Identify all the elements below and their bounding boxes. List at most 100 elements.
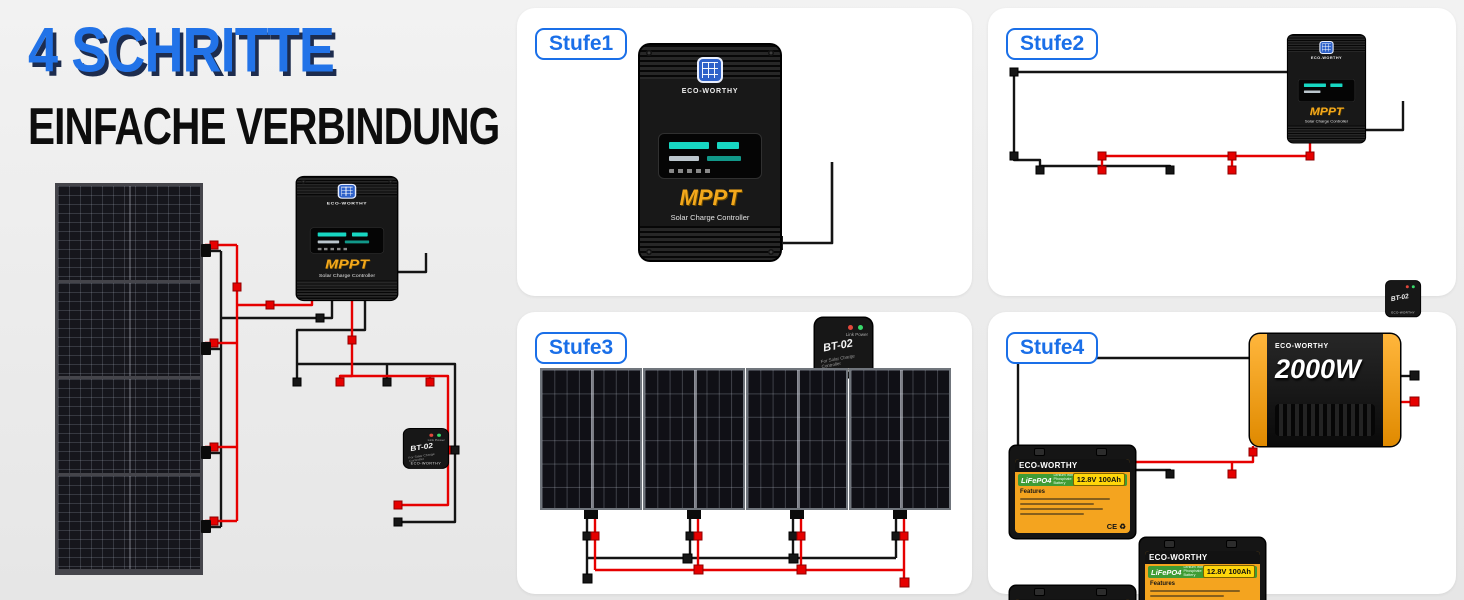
battery-chemistry: LiFePO4 (1151, 567, 1182, 577)
brand-logo-icon (337, 183, 357, 199)
display-segment (351, 232, 368, 237)
solar-panel-section (58, 186, 200, 283)
step-badge-1: Stufe1 (535, 28, 628, 60)
inverter-brand: ECO-WORTHY (1275, 343, 1329, 350)
step-badge-3: Stufe3 (535, 332, 628, 364)
battery-chemistry: LiFePO4 (1021, 475, 1052, 485)
heatsink-fins (1288, 125, 1365, 143)
brand-logo-icon (1319, 41, 1334, 54)
brand-logo-icon (697, 57, 723, 83)
display-segment (669, 142, 709, 149)
solar-panel-section (58, 475, 200, 572)
black-wires (585, 519, 898, 578)
battery-feature-line (1020, 497, 1110, 500)
controller-brand: ECO-WORTHY (681, 88, 739, 95)
step-badge-4: Stufe4 (1006, 332, 1099, 364)
bt-module-model: BT-02 (1390, 292, 1410, 303)
controller-brand: ECO-WORTHY (1310, 56, 1343, 61)
display-segment (669, 156, 699, 161)
battery-positive-terminal (1226, 540, 1237, 548)
display-segment (1303, 90, 1321, 93)
solar-panel (540, 368, 642, 510)
inverter-end-cap (1250, 334, 1267, 446)
display-segment (1303, 83, 1326, 87)
display-segment (717, 142, 739, 149)
battery-negative-terminal (1034, 588, 1045, 596)
controller-subtitle: Solar Charge Controller (318, 273, 376, 279)
battery-brand: ECO-WORTHY (1015, 459, 1130, 472)
solar-panel-section (58, 282, 200, 379)
inverter-vents (1275, 404, 1375, 436)
status-led-icon (858, 325, 863, 330)
screw-icon (388, 179, 393, 184)
mppt-charge-controller: ECO-WORTHY MPPT Solar Charge Controller (297, 177, 397, 300)
led-labels: Link Power (845, 332, 868, 337)
battery-negative-terminal (1034, 448, 1045, 456)
screw-icon (768, 50, 774, 56)
display-segment (1330, 83, 1343, 87)
controller-display (1297, 79, 1356, 102)
wire-connectors (582, 531, 910, 588)
screw-icon (646, 50, 652, 56)
step-badge-2: Stufe2 (1006, 28, 1099, 60)
battery-spec: 12.8V 100Ah (1072, 473, 1125, 486)
bt-module: Link Power BT-02 For Solar Charge Contro… (815, 318, 872, 377)
power-inverter: ECO-WORTHY 2000W (1250, 334, 1400, 446)
mppt-charge-controller: ECO-WORTHY MPPT Solar Charge Controller (640, 45, 780, 260)
display-segment (317, 240, 340, 244)
battery-positive-terminal (1096, 448, 1107, 456)
display-segment (344, 240, 370, 244)
step-card-3: Stufe3 (517, 312, 972, 594)
step-card-2: Stufe2 (988, 8, 1456, 600)
solar-panel (643, 368, 745, 510)
junction-box (201, 342, 211, 355)
red-wires (593, 519, 906, 582)
controller-display (658, 133, 762, 179)
bt-module-model: BT-02 (409, 441, 434, 454)
red-wires (1100, 142, 1312, 174)
solar-panel (849, 368, 951, 510)
screw-icon (646, 249, 652, 255)
bt-module: BT-02 ECO-WORTHY (1386, 281, 1421, 317)
lifepo4-battery: ECO-WORTHY LiFePO4 Lithium Iron Phosphat… (1010, 446, 1135, 538)
lifepo4-battery: ECO-WORTHY LiFePO4 Lithium Iron Phosphat… (1140, 538, 1265, 600)
screw-icon (301, 179, 306, 184)
solar-panel-array (55, 183, 211, 575)
battery-feature-line (1150, 594, 1224, 597)
battery-feature-line (1150, 589, 1240, 592)
lifepo4-battery: ECO-WORTHY LiFePO4 Lithium Iron Phosphat… (1010, 586, 1135, 600)
page-title: 4 SCHRITTE (28, 15, 335, 86)
black-wires (780, 162, 834, 245)
junction-box (201, 446, 211, 459)
bt-module: Link Power BT-02 For Solar Charge Contro… (404, 429, 448, 468)
heatsink-fins (297, 280, 397, 300)
status-led-icon (1411, 285, 1415, 289)
mppt-charge-controller: ECO-WORTHY MPPT Solar Charge Controller (1288, 35, 1365, 143)
controller-display (309, 227, 385, 254)
display-segment (317, 232, 347, 237)
mppt-label: MPPT (1309, 105, 1344, 118)
battery-label: ECO-WORTHY LiFePO4 Lithium Iron Phosphat… (1145, 551, 1260, 600)
battery-features-title: Features (1150, 581, 1176, 587)
display-icons (669, 169, 713, 173)
solar-panel (746, 368, 848, 510)
controller-subtitle: Solar Charge Controller (670, 213, 750, 222)
battery-negative-terminal (1164, 540, 1175, 548)
panel-junction-boxes (584, 510, 907, 519)
wire-connectors (1009, 67, 1315, 175)
battery-feature-line (1020, 512, 1085, 515)
battery-feature-line (1020, 507, 1103, 510)
status-led-icon (437, 433, 441, 437)
controller-brand: ECO-WORTHY (326, 201, 368, 206)
inverter-power-rating: 2000W (1275, 354, 1361, 384)
junction-box (201, 520, 211, 533)
bt-module-model: BT-02 (822, 337, 854, 355)
mppt-label: MPPT (679, 185, 741, 210)
mppt-label: MPPT (325, 257, 369, 272)
controller-subtitle: Solar Charge Controller (1304, 119, 1349, 124)
battery-features-title: Features (1020, 489, 1046, 495)
battery-positive-terminal (1096, 588, 1107, 596)
step-card-1: Stufe1 ECO-WORTHY MPPT Solar Charge Cont… (517, 8, 972, 377)
solar-panel-section (58, 379, 200, 476)
